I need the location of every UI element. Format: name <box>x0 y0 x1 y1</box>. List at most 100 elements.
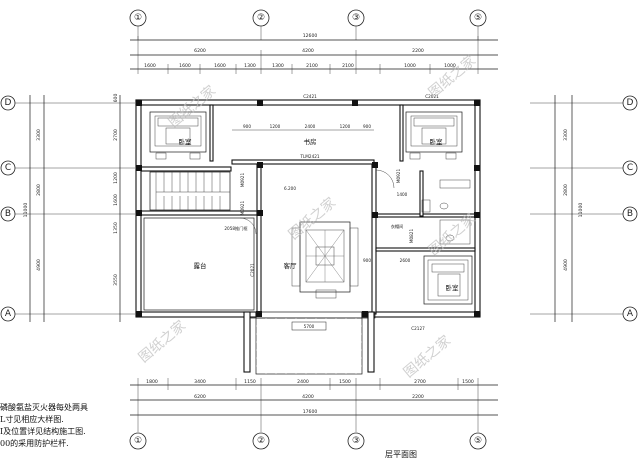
window-tag-c2021: C2021 <box>250 263 255 277</box>
dim-text: 3400 <box>194 379 206 385</box>
note-line-2: L寸见相应大样图. <box>0 415 64 424</box>
dim-top-total: 12600 <box>303 33 318 39</box>
window-tag-c2021: C2021 <box>425 94 439 99</box>
axis-top-3: ③ <box>352 13 360 23</box>
dim-text: 1150 <box>244 379 256 385</box>
dim-text: 3550 <box>113 274 119 286</box>
dim-text: 5700 <box>304 324 315 329</box>
door-tag-m0921: M0921 <box>396 169 401 184</box>
room-label-bedroom-ne: 卧室 <box>430 137 444 146</box>
left-dimensions: 3300 2800 4900 11000 600 2700 1200 1600 … <box>23 94 121 322</box>
axis-right-a: A <box>627 309 634 319</box>
dim-text: 2700 <box>414 379 426 385</box>
room-label-living: 客厅 <box>284 261 298 270</box>
dim-text: 900 <box>243 124 251 129</box>
dim-text: 1000 <box>444 63 456 69</box>
dim-text: 2100 <box>342 63 354 69</box>
watermark-text: 图纸之家 <box>135 317 189 366</box>
axis-top-5: ⑤ <box>474 13 482 23</box>
door-tag-2058: 2058推门框 <box>224 225 248 232</box>
axis-left-d: D <box>5 98 12 108</box>
axis-bottom-3: ③ <box>352 436 360 446</box>
note-line-3: I及位置详见结构施工图. <box>0 427 86 436</box>
south-balcony: 5700 <box>243 311 376 375</box>
dim-text: 1800 <box>146 379 158 385</box>
door-tag-m0921: M0921 <box>240 201 245 216</box>
dim-text: 11000 <box>578 203 584 218</box>
dim-text: 2600 <box>400 258 411 263</box>
dim-text: 2700 <box>113 129 119 141</box>
dim-text: 1400 <box>397 192 408 197</box>
dim-text: 2800 <box>36 184 42 196</box>
staircase: M0921 M0921 6.200 <box>149 171 296 216</box>
axis-top-2: ② <box>257 13 265 23</box>
dim-text: 4200 <box>302 48 314 54</box>
axis-right-b: B <box>627 209 633 219</box>
dim-text: 6200 <box>194 48 206 54</box>
right-axis-markers: D C B A 3300 2800 4900 11000 <box>530 95 638 322</box>
dim-text: 1600 <box>113 194 119 206</box>
east-rooms: M0921 1400 衣帽间 M0821 2600 900 卧室 C2127 <box>363 169 473 331</box>
plan-title: 层平面图 <box>385 450 417 459</box>
note-line-4: 00的采用防护栏杆. <box>0 439 69 448</box>
top-dimensions: 12600 6200 4200 2200 1600 1600 1600 1300… <box>130 33 498 74</box>
door-tag-m0821: M0821 <box>409 229 414 244</box>
living-room: 客厅 <box>284 221 359 299</box>
dim-text: 2400 <box>305 124 316 129</box>
dim-text: 1600 <box>214 63 226 69</box>
dim-text: 900 <box>363 258 371 263</box>
bedroom-ne: 卧室 <box>405 111 463 160</box>
axis-right-c: C <box>627 163 633 173</box>
axis-bottom-5: ⑤ <box>474 436 482 446</box>
dim-text: 1200 <box>270 124 281 129</box>
axis-bottom-1: ① <box>134 436 142 446</box>
building-walls <box>135 99 481 318</box>
room-label-terrace: 露台 <box>194 261 207 270</box>
dim-text: 1600 <box>179 63 191 69</box>
dim-text: 1500 <box>339 379 351 385</box>
dim-text: 4900 <box>563 259 569 271</box>
room-label-bedroom-nw: 卧室 <box>179 137 193 146</box>
note-line-1: 磷酸氨盐灭火器每处两具 <box>0 403 88 412</box>
dim-text: 3300 <box>563 129 569 141</box>
dim-text: 2400 <box>297 379 309 385</box>
dim-text: 1600 <box>144 63 156 69</box>
dim-text: 1200 <box>113 172 119 184</box>
axis-left-a: A <box>5 309 12 319</box>
dim-text: 2200 <box>412 48 424 54</box>
door-tag-m0921: M0921 <box>240 173 245 188</box>
window-tag-c2127: C2127 <box>411 326 425 331</box>
axis-left-c: C <box>5 163 11 173</box>
top-axis-markers: ① ② ③ ⑤ <box>129 9 487 40</box>
door-tag-tlm: TLM2421 <box>299 154 319 159</box>
room-label-study: 书房 <box>304 137 317 146</box>
dim-text: 1200 <box>340 124 351 129</box>
dim-text: 2100 <box>306 63 318 69</box>
left-axis-markers: D C B A <box>0 95 135 322</box>
bottom-dimensions: 1800 3400 1150 2400 1500 2700 1500 6200 … <box>130 378 498 432</box>
dim-text: 11000 <box>23 203 29 218</box>
elevation-mark: 6.200 <box>284 186 296 191</box>
window-tag-c2421: C2421 <box>303 94 317 99</box>
watermark-text: 图纸之家 <box>425 52 479 101</box>
dim-text: 17600 <box>303 409 318 415</box>
watermark-text: 图纸之家 <box>285 194 339 243</box>
dim-text: 1300 <box>244 63 256 69</box>
bedroom-nw: 卧室 <box>149 111 207 160</box>
dim-text: 2200 <box>412 394 424 400</box>
axis-bottom-2: ② <box>257 436 265 446</box>
dim-text: 900 <box>363 124 371 129</box>
dim-text: 3300 <box>36 129 42 141</box>
bottom-axis-markers: ① ② ③ ⑤ <box>129 432 487 450</box>
dim-text: 4900 <box>36 259 42 271</box>
study-room: 900 1200 2400 1200 900 书房 TLM2421 <box>232 124 374 159</box>
dim-text: 4200 <box>302 394 314 400</box>
axis-top-1: ① <box>134 13 142 23</box>
room-label-wardrobe: 衣帽间 <box>391 223 404 230</box>
dim-text: 6200 <box>194 394 206 400</box>
dim-text: 2800 <box>563 184 569 196</box>
terrace: 露台 2058推门框 C2021 <box>143 217 257 311</box>
room-label-bedroom-se: 卧室 <box>446 283 460 292</box>
dim-text: 1350 <box>113 222 119 234</box>
